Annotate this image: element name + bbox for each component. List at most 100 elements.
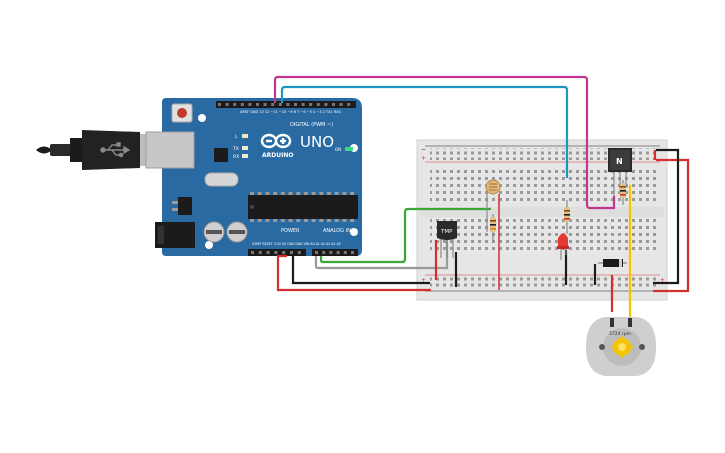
led-tx-label: TX (232, 146, 239, 152)
wire-red[interactable] (276, 158, 690, 293)
header-pin (347, 103, 351, 106)
header-pin (258, 251, 262, 254)
header-pin (332, 103, 335, 106)
header-pin (271, 103, 275, 106)
svg-text:+: + (660, 277, 665, 284)
usb-icon (100, 142, 131, 158)
chip-pin (303, 192, 308, 195)
analog-label: ANALOG IN (323, 228, 351, 234)
chip-pin (311, 219, 316, 222)
chip-pin (257, 219, 262, 222)
analog-header[interactable] (312, 249, 358, 256)
photoresistor-icon[interactable] (485, 179, 501, 290)
on-label: ON (335, 147, 341, 152)
crystal-oscillator (204, 172, 239, 187)
chip-pin (280, 219, 285, 222)
pin-labels: AREF GND 13 12 ~11 ~10 ~9 8 7 ~6 ~5 4 ~3… (240, 110, 341, 114)
header-pin (278, 103, 282, 106)
chip-pin (288, 192, 293, 195)
npn-transistor-icon[interactable]: N (608, 148, 632, 196)
header-pin (286, 103, 290, 106)
reset-button[interactable] (171, 103, 193, 123)
dc-barrel-jack (155, 222, 195, 248)
chip-pin (288, 219, 293, 222)
usb-b-connector (145, 131, 195, 169)
jumper-black-short[interactable] (454, 250, 597, 287)
voltage-regulator (172, 197, 192, 215)
chip-pin (311, 192, 316, 195)
atmega328-chip (248, 192, 358, 222)
header-pin (339, 103, 343, 106)
header-pin (343, 251, 347, 254)
wire-gray[interactable] (314, 240, 449, 270)
chip-pin (273, 219, 278, 222)
header-pin (274, 251, 278, 254)
header-pin (322, 251, 326, 254)
svg-text:+: + (421, 277, 426, 284)
svg-text:+: + (421, 155, 426, 162)
uno-logo-text: UNO (300, 133, 334, 151)
breadboard[interactable]: − + + − + (416, 139, 668, 301)
header-pin (294, 103, 297, 106)
chip-pin (319, 219, 324, 222)
header-pin (251, 251, 254, 254)
transistor-label: N (616, 157, 623, 166)
diode-icon[interactable] (598, 259, 627, 267)
header-pin (266, 251, 270, 254)
chip-pin (319, 192, 324, 195)
jumper-red-short[interactable] (434, 150, 657, 312)
chip-pin (327, 192, 331, 195)
wire-blue[interactable] (280, 85, 569, 178)
power-pin-labels: IOREF RESET 3.3V 5V GND GND VIN A0 A1 A2… (252, 242, 341, 246)
led-icon[interactable] (557, 233, 569, 261)
header-pin (351, 251, 354, 254)
chip-pin (273, 192, 278, 195)
svg-text:−: − (421, 146, 426, 153)
chip-pin (342, 192, 347, 195)
resistor-1[interactable] (490, 214, 496, 242)
wire-black[interactable] (291, 148, 680, 285)
header-pin (263, 103, 267, 106)
header-pin (256, 103, 259, 106)
header-pin (225, 103, 229, 106)
chip-pin (280, 192, 285, 195)
chip-pin (334, 219, 339, 222)
temperature-sensor-label: TMP (440, 229, 453, 235)
motor-shaft-icon (610, 335, 634, 359)
wire-magenta[interactable] (273, 75, 616, 210)
dc-motor-icon[interactable]: 3724 rpm (586, 317, 656, 376)
led-l-label: L (235, 134, 238, 140)
header-pin (301, 103, 305, 106)
chip-pin (296, 219, 301, 222)
header-pin (336, 251, 340, 254)
chip-pin (342, 219, 347, 222)
chip-pin (350, 219, 355, 222)
chip-pin (250, 219, 254, 222)
usb-cable[interactable] (36, 130, 148, 170)
chip-pin (327, 219, 331, 222)
temperature-sensor-icon[interactable]: TMP (437, 221, 457, 258)
chip-pin (265, 192, 270, 195)
header-pin (315, 251, 318, 254)
arduino-uno-board[interactable]: AREF GND 13 12 ~11 ~10 ~9 8 7 ~6 ~5 4 ~3… (145, 98, 362, 256)
chip-pin (257, 192, 262, 195)
digital-header[interactable] (216, 101, 356, 108)
led-rx-label: RX (233, 154, 239, 160)
digital-header-label: DIGITAL (PWM ~) (290, 122, 333, 128)
header-pin (329, 251, 333, 254)
header-pin (218, 103, 221, 106)
header-pin (316, 103, 320, 106)
chip-pin (334, 192, 339, 195)
header-pin (309, 103, 313, 106)
header-pin (297, 251, 301, 254)
power-label: POWER (281, 228, 300, 234)
chip-pin (296, 192, 301, 195)
header-pin (290, 251, 293, 254)
resistor-3[interactable] (620, 180, 626, 205)
resistor-2[interactable] (564, 200, 570, 234)
wire-green[interactable] (319, 207, 491, 264)
arduino-brand-text: ARDUINO (262, 152, 293, 159)
motor-rpm-label: 3724 rpm (609, 331, 631, 337)
